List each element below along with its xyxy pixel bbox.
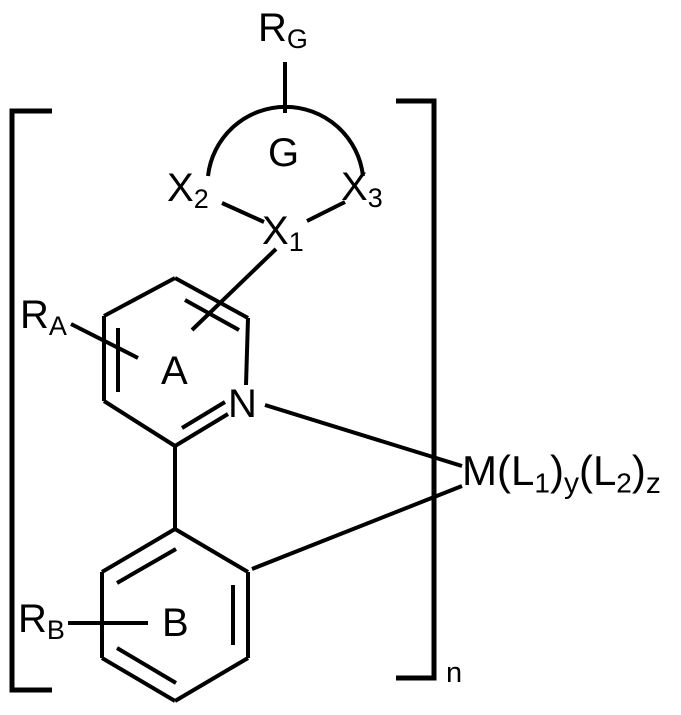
label-metal-open-paren-1: ( bbox=[497, 447, 511, 494]
label-metal-complex: M(L1)y(L2)z bbox=[462, 450, 661, 499]
label-r-g: RG bbox=[258, 8, 308, 53]
label-r-b-sub: B bbox=[46, 615, 65, 646]
bond-n-to-metal bbox=[264, 403, 463, 468]
label-nitrogen: N bbox=[228, 382, 257, 426]
label-x1-base: X bbox=[262, 209, 289, 253]
ringA-bond-ll-bottom bbox=[102, 399, 177, 448]
label-r-b: RB bbox=[18, 599, 65, 644]
label-ring-b: B bbox=[162, 601, 189, 645]
ringA-bond-bottom-n bbox=[173, 412, 230, 448]
ringB-bond-ll-bottom bbox=[100, 656, 177, 703]
ringA-double-bottom-n bbox=[180, 400, 227, 430]
label-x2-sub: 2 bbox=[193, 184, 209, 215]
label-x3-sub: 3 bbox=[367, 183, 383, 214]
label-r-a-sub: A bbox=[48, 311, 67, 342]
label-metal-l2-sub: 2 bbox=[616, 467, 632, 499]
label-metal-close-paren-2: ) bbox=[631, 447, 646, 494]
bond-x2-x1 bbox=[221, 201, 265, 224]
ringA-bond-n-ur bbox=[244, 317, 250, 386]
label-metal-z-sub: z bbox=[645, 466, 661, 500]
label-g-ring: G bbox=[268, 131, 300, 175]
label-x1: X1 bbox=[262, 211, 304, 256]
label-metal-m: M bbox=[462, 447, 497, 494]
left-bracket bbox=[9, 108, 52, 693]
label-r-g-base: R bbox=[258, 6, 287, 50]
bond-ra-to-ringA bbox=[70, 322, 139, 360]
label-metal-open-paren-2: ( bbox=[578, 447, 593, 494]
ringA-bond-ur-top bbox=[174, 276, 249, 320]
right-bracket bbox=[396, 98, 437, 681]
label-x3: X3 bbox=[341, 167, 383, 212]
label-x2: X2 bbox=[167, 168, 209, 213]
label-r-a-base: R bbox=[20, 293, 49, 337]
ringA-bond-top-ul bbox=[103, 276, 176, 318]
label-x2-base: X bbox=[167, 166, 194, 210]
label-metal-l1-base: L bbox=[511, 447, 535, 494]
label-metal-close-paren-1: ) bbox=[549, 447, 564, 494]
ringB-bond-top-ul bbox=[100, 527, 177, 574]
label-r-a: RA bbox=[20, 295, 67, 340]
ringB-double-top-ul bbox=[116, 547, 177, 585]
label-x1-sub: 1 bbox=[288, 227, 304, 258]
ringB-bond-ur-top bbox=[173, 527, 250, 574]
label-r-g-sub: G bbox=[286, 24, 308, 55]
ringB-bond-bottom-lr bbox=[173, 656, 250, 703]
bond-x1-ringA bbox=[190, 247, 278, 332]
bond-ringB-to-metal bbox=[251, 484, 463, 571]
bond-x3-x1 bbox=[306, 200, 346, 223]
label-metal-y-sub: y bbox=[563, 466, 579, 500]
ringB-double-ll-bottom bbox=[115, 646, 178, 685]
label-r-b-base: R bbox=[18, 597, 47, 641]
label-metal-l1-sub: 1 bbox=[534, 467, 550, 499]
ringA-double-top-ur bbox=[184, 298, 240, 332]
label-bracket-subscript-n: n bbox=[446, 657, 463, 689]
label-metal-l2-base: L bbox=[592, 447, 617, 494]
label-ring-a: A bbox=[161, 349, 188, 393]
label-x3-base: X bbox=[341, 165, 368, 209]
